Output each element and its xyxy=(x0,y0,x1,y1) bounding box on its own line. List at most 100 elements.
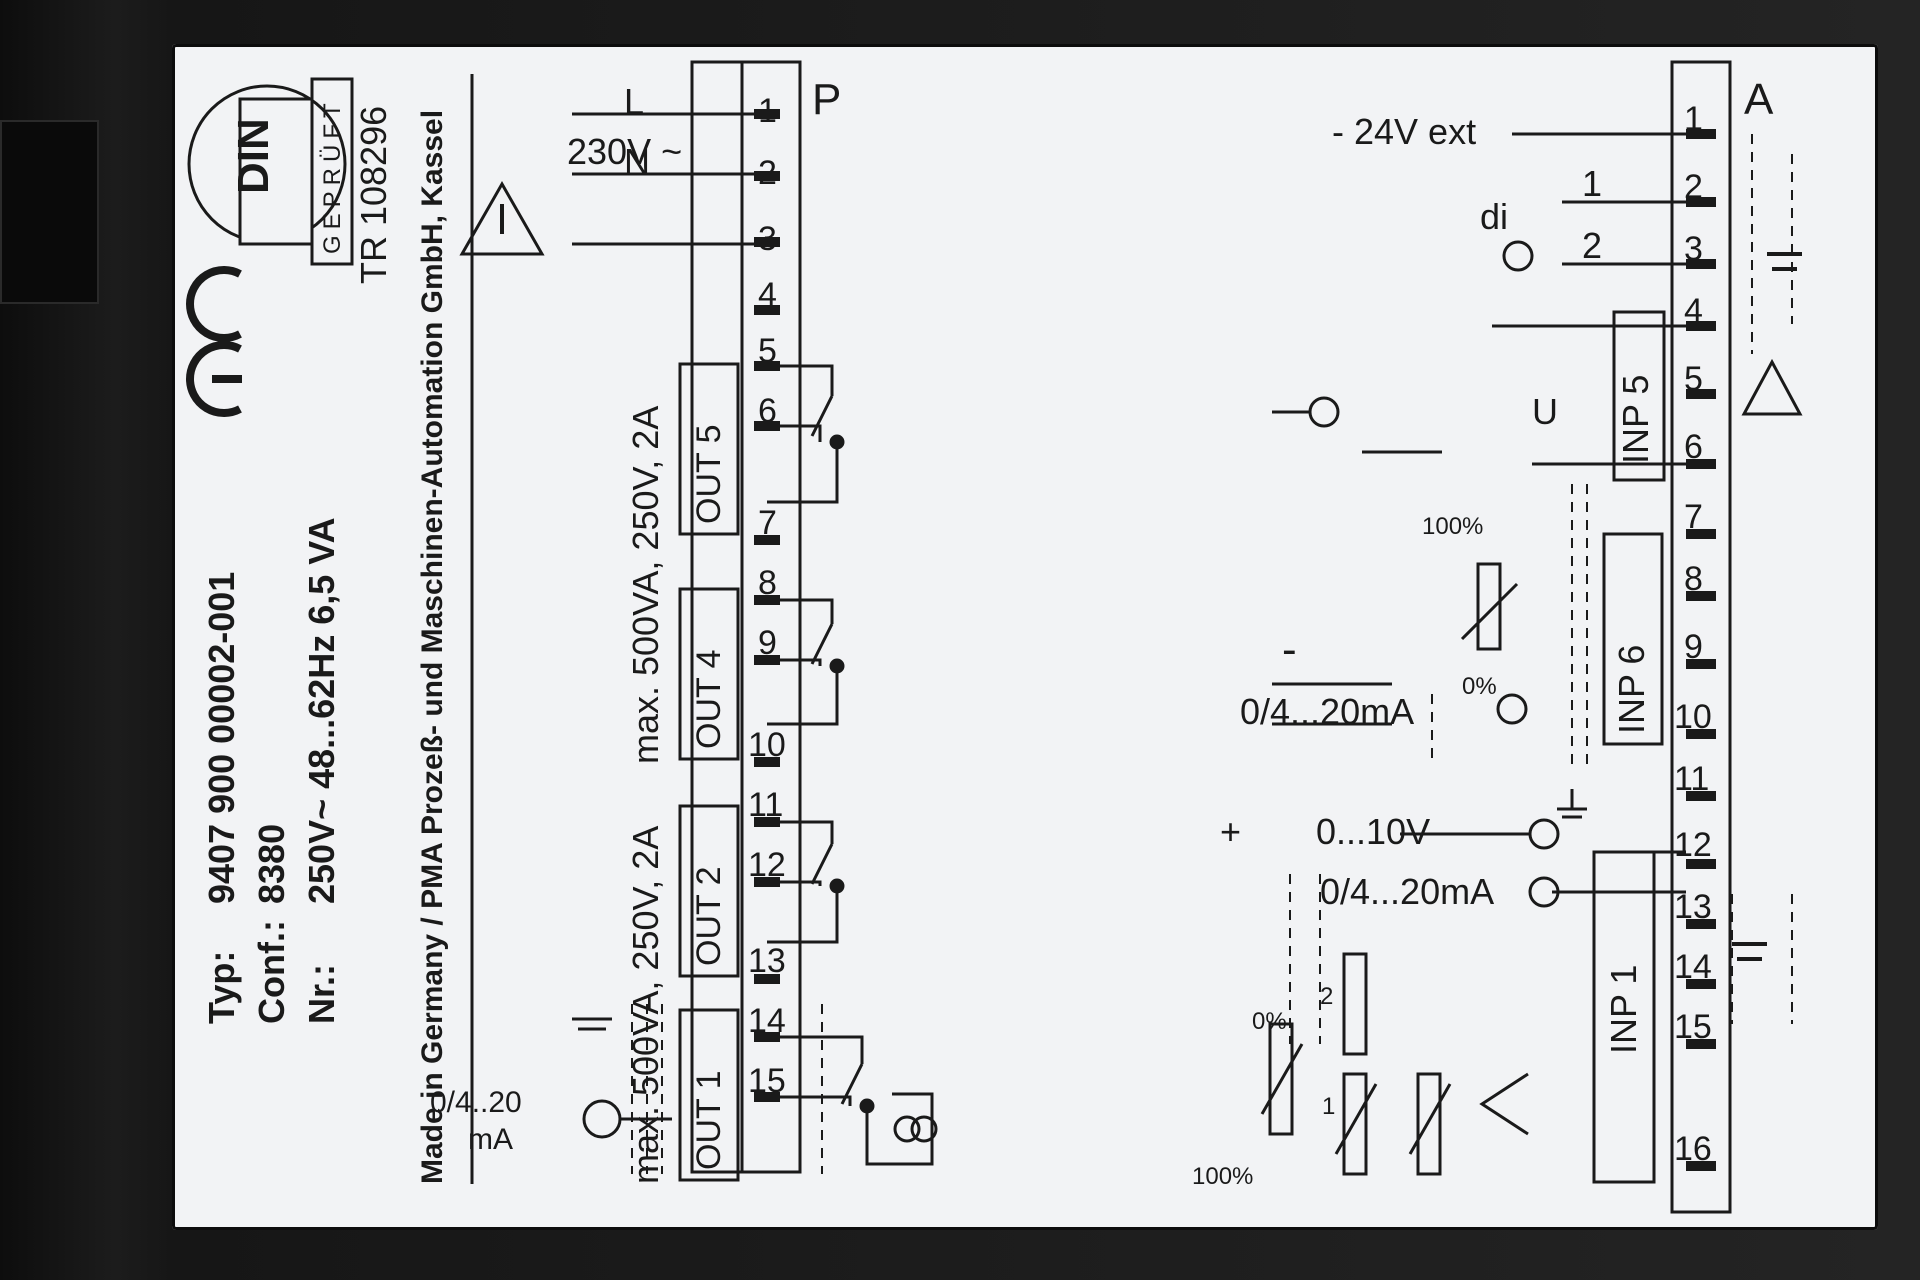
pct-0-label: 0% xyxy=(1462,673,1497,700)
pct-100-b-label: 100% xyxy=(1192,1163,1253,1190)
nr-label: Nr.: xyxy=(301,964,342,1024)
terminal-p: 7 xyxy=(758,504,777,542)
pct-0-b-label: 0% xyxy=(1252,1008,1287,1035)
terminal-a: 1 xyxy=(1684,100,1703,138)
v-range-label: 0...10V xyxy=(1316,811,1430,852)
terminal-a: 4 xyxy=(1684,292,1703,330)
terminal-p: 12 xyxy=(748,846,786,884)
inp1-box xyxy=(1592,850,1656,1184)
u-label: U xyxy=(1532,391,1558,432)
terminal-a: 10 xyxy=(1674,698,1712,736)
terminals-a: 1 2 3 4 5 6 7 8 9 10 11 12 13 14 15 16 xyxy=(1674,100,1712,1168)
supply-voltage: 230V ~ xyxy=(567,131,682,172)
out1-box xyxy=(678,1008,740,1182)
terminal-p: 15 xyxy=(748,1062,786,1100)
out2-box xyxy=(678,804,740,978)
relay-rating-top: max. 500VA, 250V, 2A xyxy=(625,406,666,764)
terminal-a: 7 xyxy=(1684,498,1703,536)
inp5-box xyxy=(1612,310,1666,482)
inp6-label: INP 6 xyxy=(1611,645,1652,734)
line-n: N xyxy=(624,141,650,182)
relay-out5 xyxy=(767,364,845,504)
inp6-box xyxy=(1602,532,1664,746)
analog-out-unit: mA xyxy=(468,1123,513,1156)
housing-latch xyxy=(0,120,99,304)
inp1-label: INP 1 xyxy=(1603,965,1644,1054)
typ-value: 9407 900 00002-001 xyxy=(201,572,242,904)
terminal-a: 16 xyxy=(1674,1130,1712,1168)
out5-box xyxy=(678,362,740,536)
terminal-p: 2 xyxy=(758,154,777,192)
terminal-p: 14 xyxy=(748,1002,786,1040)
din-mark-text: DIN xyxy=(229,118,278,194)
relay-out4 xyxy=(767,598,845,726)
terminal-a: 9 xyxy=(1684,628,1703,666)
conf-value: 8380 xyxy=(251,824,292,904)
di-1-label: 1 xyxy=(1582,163,1602,204)
terminal-p: 11 xyxy=(748,786,783,824)
analog-out-range: 0/4..20 xyxy=(430,1086,522,1119)
minus-sign: - xyxy=(1282,625,1297,674)
rtd-1-label: 1 xyxy=(1322,1093,1335,1120)
terminal-p: 8 xyxy=(758,564,777,602)
terminal-a: 6 xyxy=(1684,428,1703,466)
block-a-letter: A xyxy=(1744,75,1774,124)
terminal-p: 6 xyxy=(758,392,777,430)
warning-triangle xyxy=(459,180,545,256)
relay-out1 xyxy=(767,1035,938,1166)
terminal-p: 5 xyxy=(758,332,777,370)
terminal-a: 14 xyxy=(1674,948,1712,986)
tr-number: TR 108296 xyxy=(353,106,394,284)
relay-rating-bottom: max. 500VA, 250V, 2A xyxy=(625,826,666,1184)
supply-rating: 250V~ 48...62Hz 6,5 VA xyxy=(301,517,342,904)
gepruft-box xyxy=(310,77,354,266)
out4-label: OUT 4 xyxy=(690,649,728,749)
terminal-a: 5 xyxy=(1684,360,1703,398)
ma-range-label: 0/4...20mA xyxy=(1240,691,1414,732)
plus-sign: + xyxy=(1220,811,1241,852)
conf-label: Conf.: xyxy=(251,920,292,1024)
out4-box xyxy=(678,587,740,761)
di-2-label: 2 xyxy=(1582,225,1602,266)
terminal-a: 13 xyxy=(1674,888,1712,926)
terminal-p: 9 xyxy=(758,624,777,662)
terminal-p: 10 xyxy=(748,726,786,764)
terminal-a: 2 xyxy=(1684,168,1703,206)
di-label: di xyxy=(1480,196,1508,237)
out2-label: OUT 2 xyxy=(690,866,728,966)
warning-triangle-right xyxy=(1741,358,1803,416)
ma-range-2-label: 0/4...20mA xyxy=(1320,871,1494,912)
inp5-label: INP 5 xyxy=(1615,375,1656,464)
analog-out-symbol xyxy=(582,1099,622,1139)
terminal-p: 4 xyxy=(758,276,777,314)
typ-label: Typ: xyxy=(201,951,242,1024)
din-logo-box xyxy=(238,97,314,246)
terminal-a: 3 xyxy=(1684,230,1703,268)
thermocouple-symbol xyxy=(1479,1072,1529,1136)
terminal-a: 8 xyxy=(1684,560,1703,598)
potentiometer xyxy=(1476,562,1502,651)
pct-100-label: 100% xyxy=(1422,513,1483,540)
ext-supply-label: - 24V ext xyxy=(1332,111,1476,152)
out5-label: OUT 5 xyxy=(690,424,728,524)
terminal-a: 15 xyxy=(1674,1008,1712,1046)
ce-mark-c xyxy=(186,266,242,342)
terminals-p: 1 2 3 4 5 6 7 8 9 10 11 12 13 14 15 xyxy=(748,92,786,1100)
relay-out2 xyxy=(767,820,845,944)
rtd-2-label: 2 xyxy=(1320,983,1333,1010)
ce-mark-e xyxy=(186,341,242,417)
block-p-letter: P xyxy=(812,75,841,124)
wiring-diagram-svg: DIN GEPRÜFT TR 108296 Typ: 9407 900 0000… xyxy=(186,60,1803,1214)
terminal-p: 13 xyxy=(748,942,786,980)
terminal-p: 3 xyxy=(758,220,777,258)
di-symbol xyxy=(1502,240,1534,272)
terminal-a: 11 xyxy=(1674,760,1709,798)
maker-text: Made in Germany / PMA Prozeß- und Maschi… xyxy=(416,110,449,1184)
line-l: L xyxy=(624,81,644,122)
terminal-p: 1 xyxy=(758,92,777,130)
out1-label: OUT 1 xyxy=(690,1070,728,1170)
wiring-label: DIN GEPRÜFT TR 108296 Typ: 9407 900 0000… xyxy=(172,44,1878,1230)
terminal-strip-a xyxy=(1670,60,1732,1214)
terminal-a: 12 xyxy=(1674,826,1712,864)
gepruft-text: GEPRÜFT xyxy=(319,97,346,254)
